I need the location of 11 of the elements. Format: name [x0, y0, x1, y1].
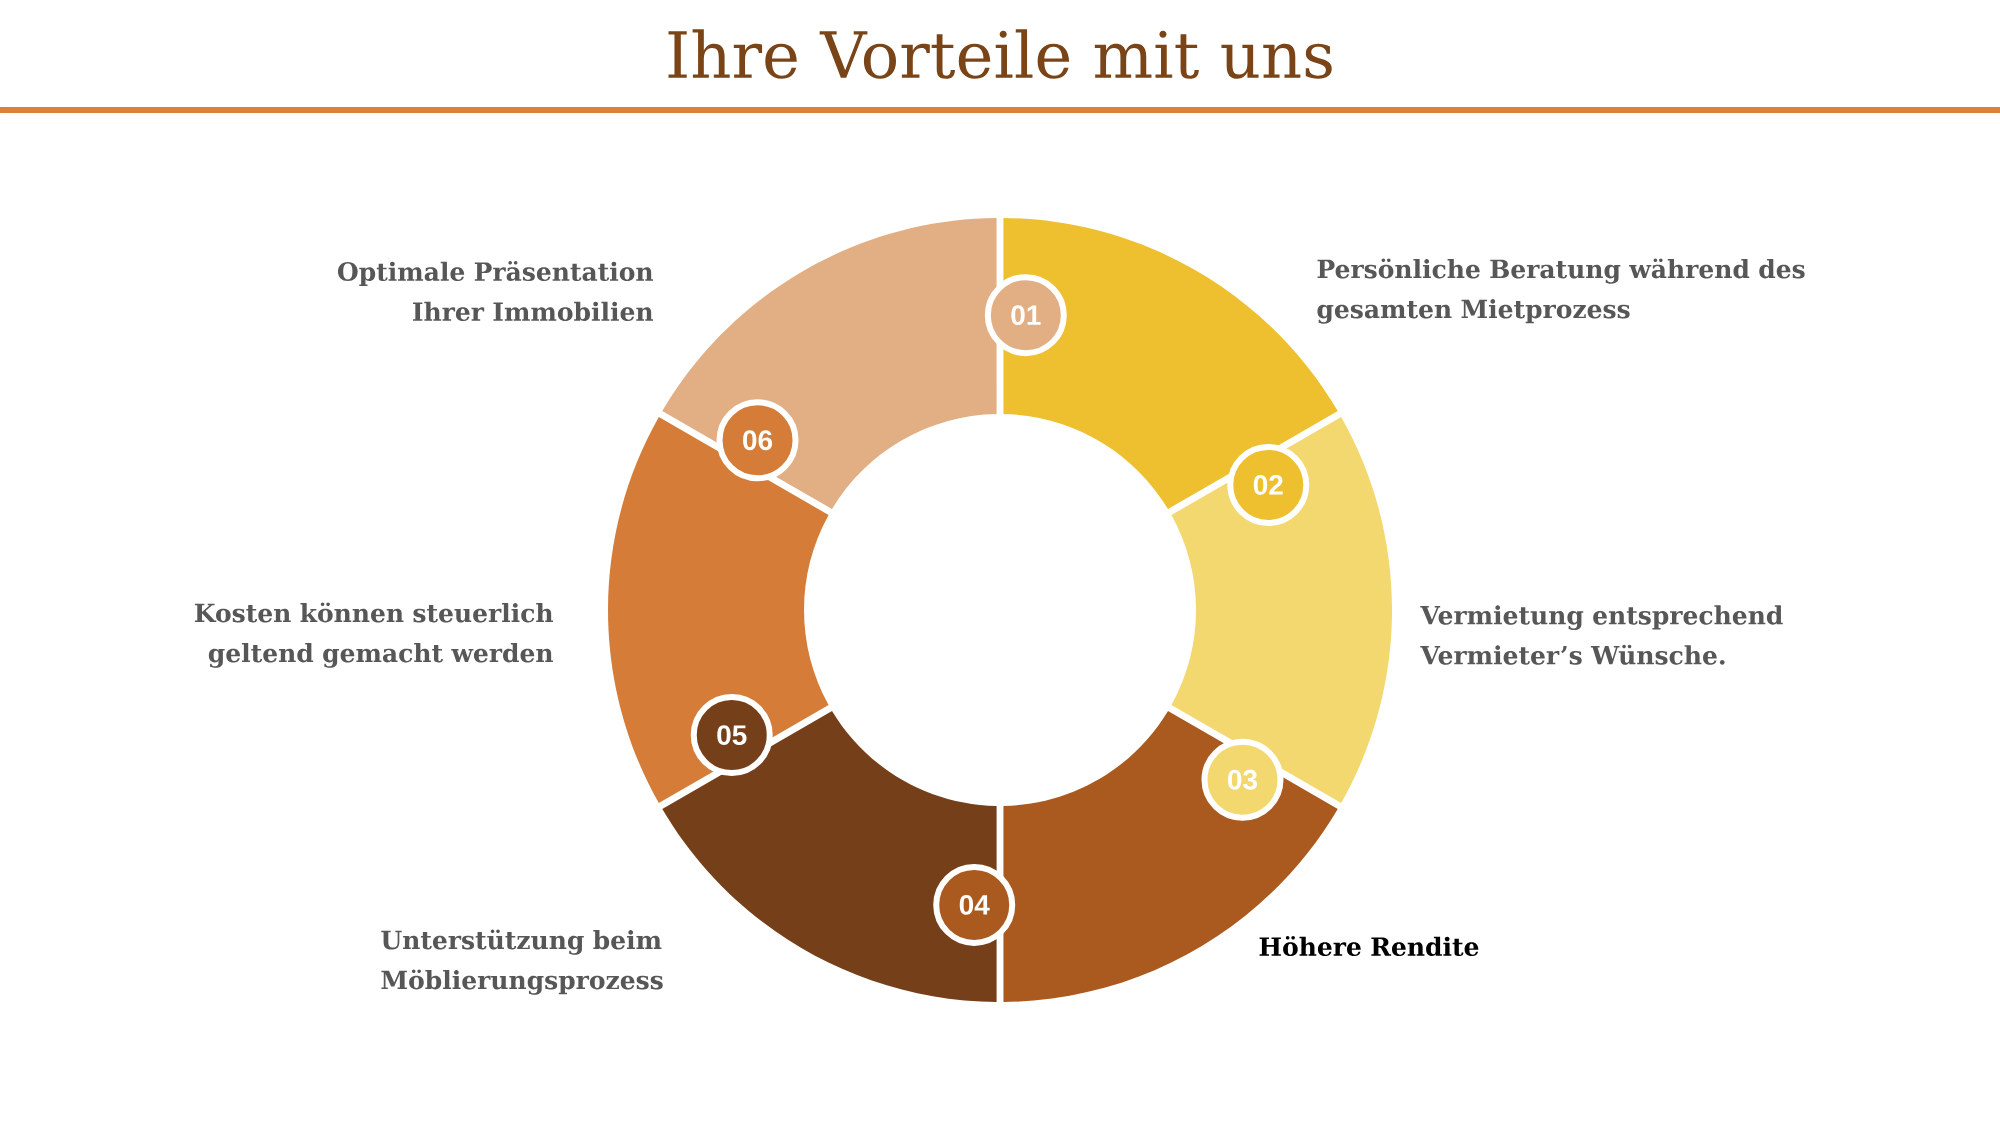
ring-segment — [1171, 416, 1392, 803]
benefit-text: Kosten können steuerlich geltend gemacht werden — [194, 602, 553, 668]
benefit-text: Höhere Rendite — [1259, 936, 1479, 957]
benefit-text: Persönliche Beratung während des gesamten Mietprozess — [1317, 258, 1805, 324]
benefit-text: Vermietung entsprechend Vermieter’s Wünsche. — [1420, 605, 1783, 665]
ring-segment — [662, 710, 997, 1002]
benefit-text: Unterstützung beim Möblierungsprozess — [381, 929, 663, 995]
benefit-text: Optimale Präsentation Ihrer Immobilien — [338, 261, 653, 321]
heading: Ihre Vorteile mit uns — [668, 29, 1332, 79]
ring-segment — [608, 417, 829, 804]
ring-segment — [662, 218, 997, 510]
